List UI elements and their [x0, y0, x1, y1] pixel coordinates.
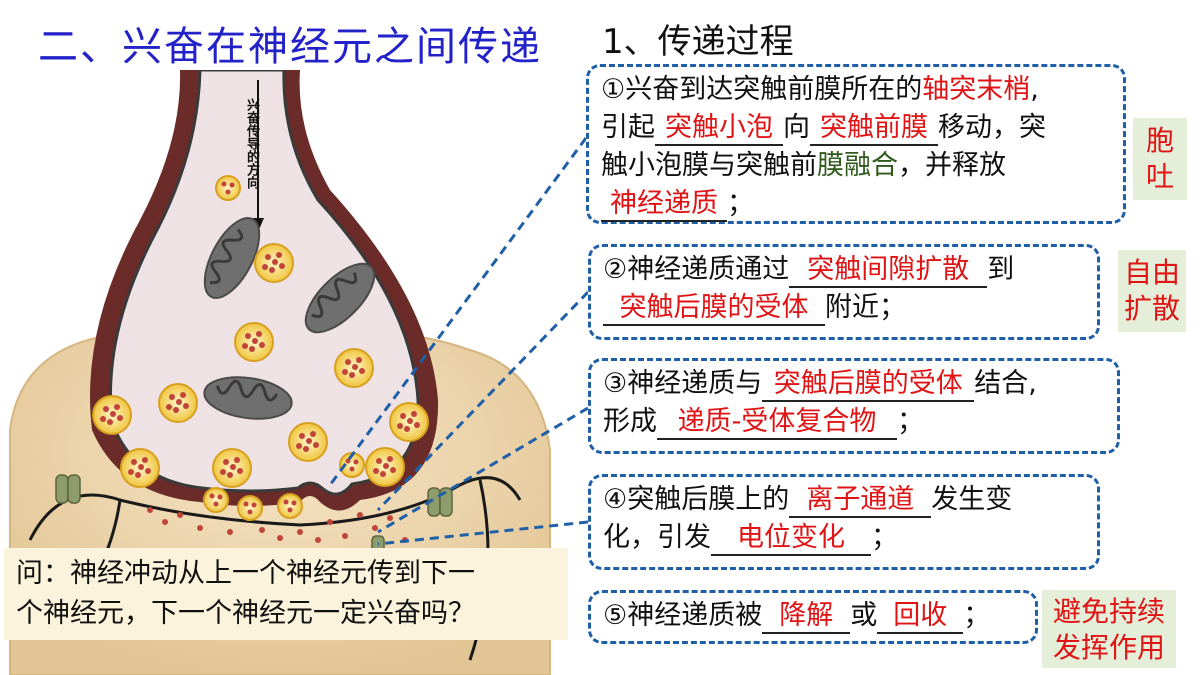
note-line: 避免持续 [1052, 595, 1165, 628]
note-exocytosis: 胞 吐 [1133, 118, 1187, 200]
fill-cleft-diffusion: 突触间隙扩散 [789, 254, 988, 288]
note-line: 吐 [1145, 160, 1174, 193]
fill-degradation: 降解 [762, 600, 851, 634]
step-3-box: ③神经递质与突触后膜的受体结合, 形成递质-受体复合物； [588, 358, 1120, 454]
note-line: 发挥作用 [1052, 631, 1165, 664]
step4-text: ； [871, 522, 898, 553]
step3-text: ； [897, 406, 924, 437]
fill-postsynaptic-receptor: 突触后膜的受体 [603, 292, 825, 326]
fill-neurotransmitter: 神经递质 [601, 188, 727, 222]
arrow-label: 兴奋传导的方向 [244, 98, 259, 189]
note-avoid-persistent: 避免持续 发挥作用 [1042, 590, 1176, 668]
step5-text: 或 [850, 600, 878, 631]
step1-text: 触小泡膜与突触前 [601, 150, 817, 181]
note-line: 扩散 [1123, 292, 1180, 325]
fill-presynaptic-membrane: 突触前膜 [810, 112, 938, 146]
step1-membrane-fusion: 膜融合 [817, 150, 898, 181]
step3-text: 结合, [974, 368, 1037, 399]
fill-ion-channel: 离子通道 [789, 484, 932, 518]
fill-complex: 递质-受体复合物 [657, 406, 897, 440]
question-line: 问：神经冲动从上一个神经元传到下一 [16, 558, 475, 589]
step2-text: 到 [987, 254, 1015, 285]
question-line: 个神经元，下一个神经元一定兴奋吗？ [16, 598, 475, 629]
step3-text: ③神经递质与 [603, 368, 763, 399]
question-box: 问：神经冲动从上一个神经元传到下一 个神经元，下一个神经元一定兴奋吗？ [4, 548, 568, 640]
step5-text: ； [963, 600, 991, 631]
step2-text: ②神经递质通过 [603, 254, 790, 285]
step-5-box: ⑤神经递质被降解或回收； [588, 590, 1038, 644]
step1-punct: , [1030, 74, 1039, 105]
step1-text: 引起 [601, 112, 655, 143]
step5-text: ⑤神经递质被 [603, 600, 763, 631]
step2-text: 附近； [825, 292, 906, 323]
page-title: 二、兴奋在神经元之间传递 [38, 24, 542, 70]
step-1-box: ①兴奋到达突触前膜所在的轴突末梢, 引起突触小泡向突触前膜移动，突 触小泡膜与突… [586, 64, 1126, 224]
fill-reuptake: 回收 [877, 600, 964, 634]
step1-punct: ； [727, 188, 754, 219]
step1-text: 向 [783, 112, 810, 143]
fill-vesicle: 突触小泡 [655, 112, 783, 146]
fill-axon-terminal: 轴突末梢 [922, 74, 1031, 105]
step-4-box: ④突触后膜上的离子通道发生变 化，引发电位变化； [588, 474, 1100, 570]
fill-potential-change: 电位变化 [711, 522, 871, 556]
step1-text: 移动，突 [938, 112, 1046, 143]
fill-postsynaptic-receptor-2: 突触后膜的受体 [762, 368, 975, 402]
pointer-lines [328, 137, 590, 546]
note-line: 胞 [1145, 124, 1174, 157]
section-subtitle: 1、传递过程 [602, 22, 794, 62]
step1-text: ①兴奋到达突触前膜所在的 [601, 74, 923, 105]
note-line: 自由 [1123, 256, 1180, 289]
step3-text: 形成 [603, 406, 657, 437]
step4-text: ④突触后膜上的 [603, 484, 790, 515]
step4-text: 化，引发 [603, 522, 711, 553]
note-free-diffusion: 自由 扩散 [1118, 250, 1186, 332]
step4-text: 发生变 [931, 484, 1013, 515]
step1-text: ，并释放 [898, 150, 1006, 181]
step-2-box: ②神经递质通过突触间隙扩散到 突触后膜的受体附近； [588, 244, 1100, 340]
neurotransmitter-particles [147, 507, 408, 543]
